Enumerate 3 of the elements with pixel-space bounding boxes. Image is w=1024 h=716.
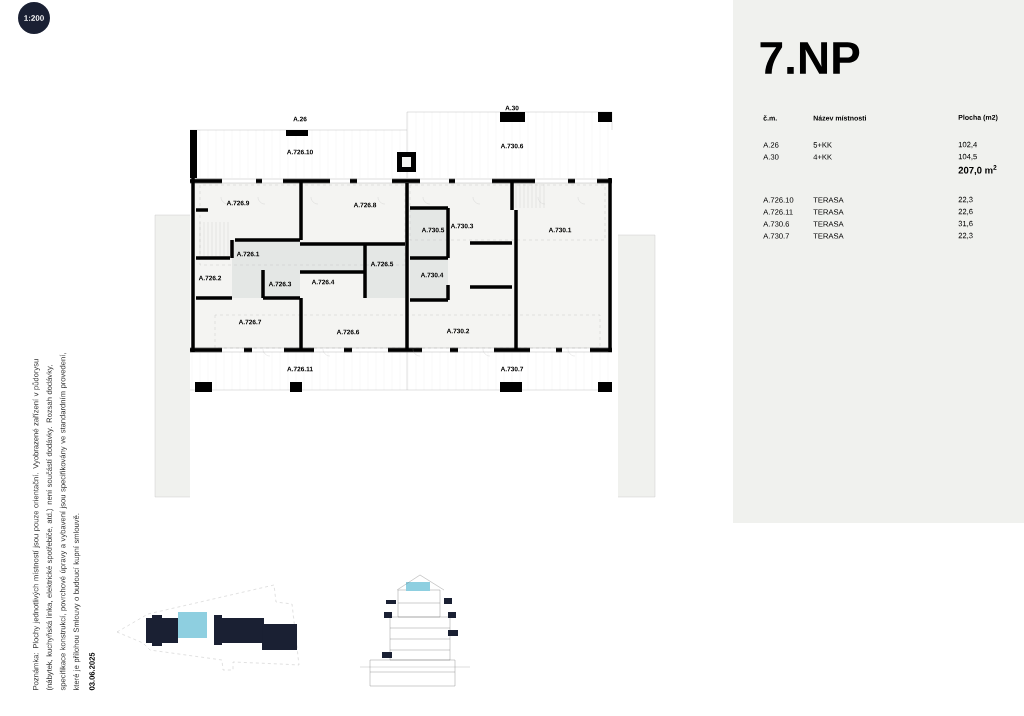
page-title: 7.NP xyxy=(760,42,860,74)
total-area: 207,0 m$^{2}$ xyxy=(958,165,997,175)
scale-badge: 1:200 xyxy=(18,2,50,34)
